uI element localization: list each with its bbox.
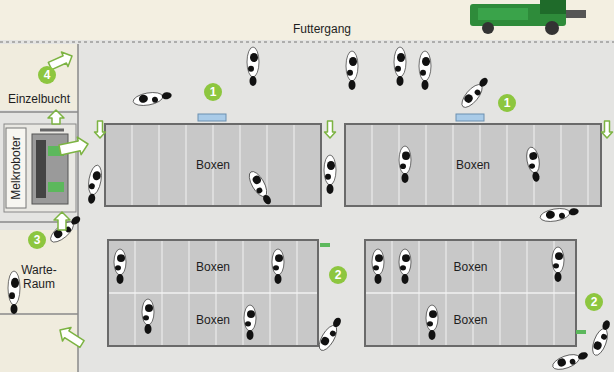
- feed-fence: [0, 41, 614, 43]
- vertical-label: Melkroboter: [9, 136, 23, 199]
- cow-figure: [551, 348, 590, 372]
- feed-alley: Futtergang: [0, 0, 614, 40]
- flow-arrow: [95, 121, 106, 138]
- area-fill: [345, 124, 601, 206]
- callout-number: 4: [38, 66, 56, 84]
- water-trough: [456, 114, 484, 121]
- cow-figure: [247, 47, 259, 86]
- area-label: Warte- Raum: [14, 263, 64, 291]
- flow-arrow: [59, 137, 88, 155]
- cow-figure: [539, 205, 579, 224]
- stall-divider: [240, 125, 241, 205]
- area-label: Boxen: [196, 158, 230, 172]
- stall-divider: [159, 125, 160, 205]
- area-fill: [105, 124, 321, 206]
- cow-figure: [525, 146, 543, 183]
- cow-figure: [114, 249, 126, 284]
- cow-brush: [320, 243, 330, 247]
- cow-figure: [399, 249, 411, 284]
- cow-figure: [458, 75, 491, 111]
- stall-block: BoxenBoxen: [365, 240, 576, 346]
- area-label: Boxen: [453, 260, 487, 274]
- area-label: Boxen: [196, 313, 230, 327]
- callout-number: 3: [28, 231, 46, 249]
- cow-figure: [47, 213, 83, 246]
- area-fill: [0, 44, 78, 110]
- label-strip: [6, 128, 26, 208]
- cow-brush: [576, 330, 586, 334]
- cow-figure: [132, 89, 172, 108]
- callout-number: 2: [585, 293, 603, 311]
- cow-figure: [8, 271, 20, 314]
- wall: [0, 313, 78, 315]
- area-fill: [108, 240, 318, 346]
- cow-figure: [244, 305, 256, 340]
- cow-figure: [552, 247, 564, 282]
- stall-divider: [588, 125, 589, 205]
- area-label: Boxen: [196, 260, 230, 274]
- cow-figure: [324, 155, 336, 194]
- flow-arrow: [602, 121, 613, 138]
- water-trough: [198, 114, 226, 121]
- cow-figure: [246, 169, 275, 207]
- stall-divider: [426, 125, 427, 205]
- area-label: Einzelbucht: [8, 92, 70, 106]
- stall-divider: [132, 125, 133, 205]
- cow-figure: [590, 318, 614, 357]
- cow-figure: [142, 299, 154, 334]
- area-label: Boxen: [456, 158, 490, 172]
- cow-figure: [85, 164, 104, 204]
- stall-divider: [109, 292, 317, 294]
- cow-figure: [346, 51, 358, 90]
- area-label: Futtergang: [293, 22, 351, 36]
- stall-block: Boxen: [345, 124, 601, 206]
- cow-figure: [316, 315, 345, 353]
- stall-divider: [372, 125, 373, 205]
- flow-arrow: [60, 328, 84, 348]
- robot-box: Melkroboter: [4, 124, 76, 212]
- area-fill: [0, 230, 78, 314]
- stall-divider: [507, 125, 508, 205]
- area-label: Boxen: [453, 313, 487, 327]
- wall: [77, 44, 79, 372]
- stall-block: BoxenBoxen: [108, 240, 318, 346]
- cow-figure: [272, 249, 284, 284]
- area-fill: [0, 0, 614, 40]
- cow-figure: [426, 305, 438, 340]
- feed-tractor: [470, 0, 586, 35]
- wall: [0, 111, 78, 113]
- stall-divider: [294, 125, 295, 205]
- stall-divider: [186, 125, 187, 205]
- cow-figure: [372, 249, 384, 284]
- stall-divider: [561, 125, 562, 205]
- milking-robot: [32, 130, 68, 204]
- floor-area: [0, 314, 78, 372]
- flow-arrow: [54, 212, 70, 230]
- area-fill: [365, 240, 576, 346]
- stall-divider: [453, 125, 454, 205]
- cow-figure: [399, 146, 411, 183]
- cow-figure: [419, 51, 431, 90]
- area-fill: [4, 124, 76, 212]
- callout-number: 1: [204, 83, 222, 101]
- flow-arrow: [48, 110, 64, 124]
- stall-block: Boxen: [105, 124, 321, 206]
- stall-divider: [366, 292, 575, 294]
- callout-number: 1: [498, 94, 516, 112]
- callout-number: 2: [329, 266, 347, 284]
- cow-figure: [394, 47, 406, 86]
- flow-arrow: [325, 121, 336, 138]
